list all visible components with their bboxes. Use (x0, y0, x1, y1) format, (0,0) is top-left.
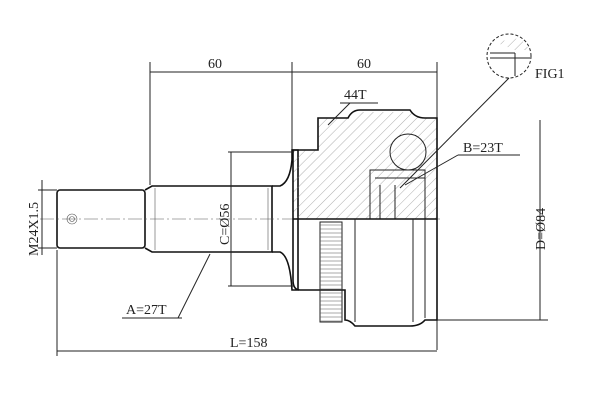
outer-teeth-label: 44T (344, 88, 367, 103)
abs-ring (319, 221, 343, 323)
fig1-detail: FIG1 (399, 33, 565, 189)
shaft-spline-label: A=27T (126, 303, 167, 318)
thread-dimension: M24X1.5 (27, 180, 57, 256)
abs-ring-body (319, 221, 343, 323)
outer-diameter-label: D=Ø84 (534, 208, 549, 250)
thread-label: M24X1.5 (27, 202, 42, 256)
housing (292, 109, 438, 327)
outer-teeth-callout: 44T (327, 88, 378, 126)
dim-left-label: 60 (208, 57, 222, 72)
shaft (56, 149, 299, 291)
seal-diameter-dimension: C=Ø56 (218, 151, 294, 287)
inner-spline-label: B=23T (463, 141, 503, 156)
seal-diameter-label: C=Ø56 (218, 204, 233, 245)
inner-spline-callout: B=23T (404, 141, 520, 186)
shaft-spline-callout: A=27T (122, 253, 211, 319)
total-length-dimension: L=158 (56, 250, 437, 356)
fig1-label: FIG1 (535, 67, 565, 82)
dim-right-label: 60 (357, 57, 371, 72)
outer-diameter-dimension: D=Ø84 (437, 120, 549, 321)
total-length-label: L=158 (230, 336, 267, 351)
